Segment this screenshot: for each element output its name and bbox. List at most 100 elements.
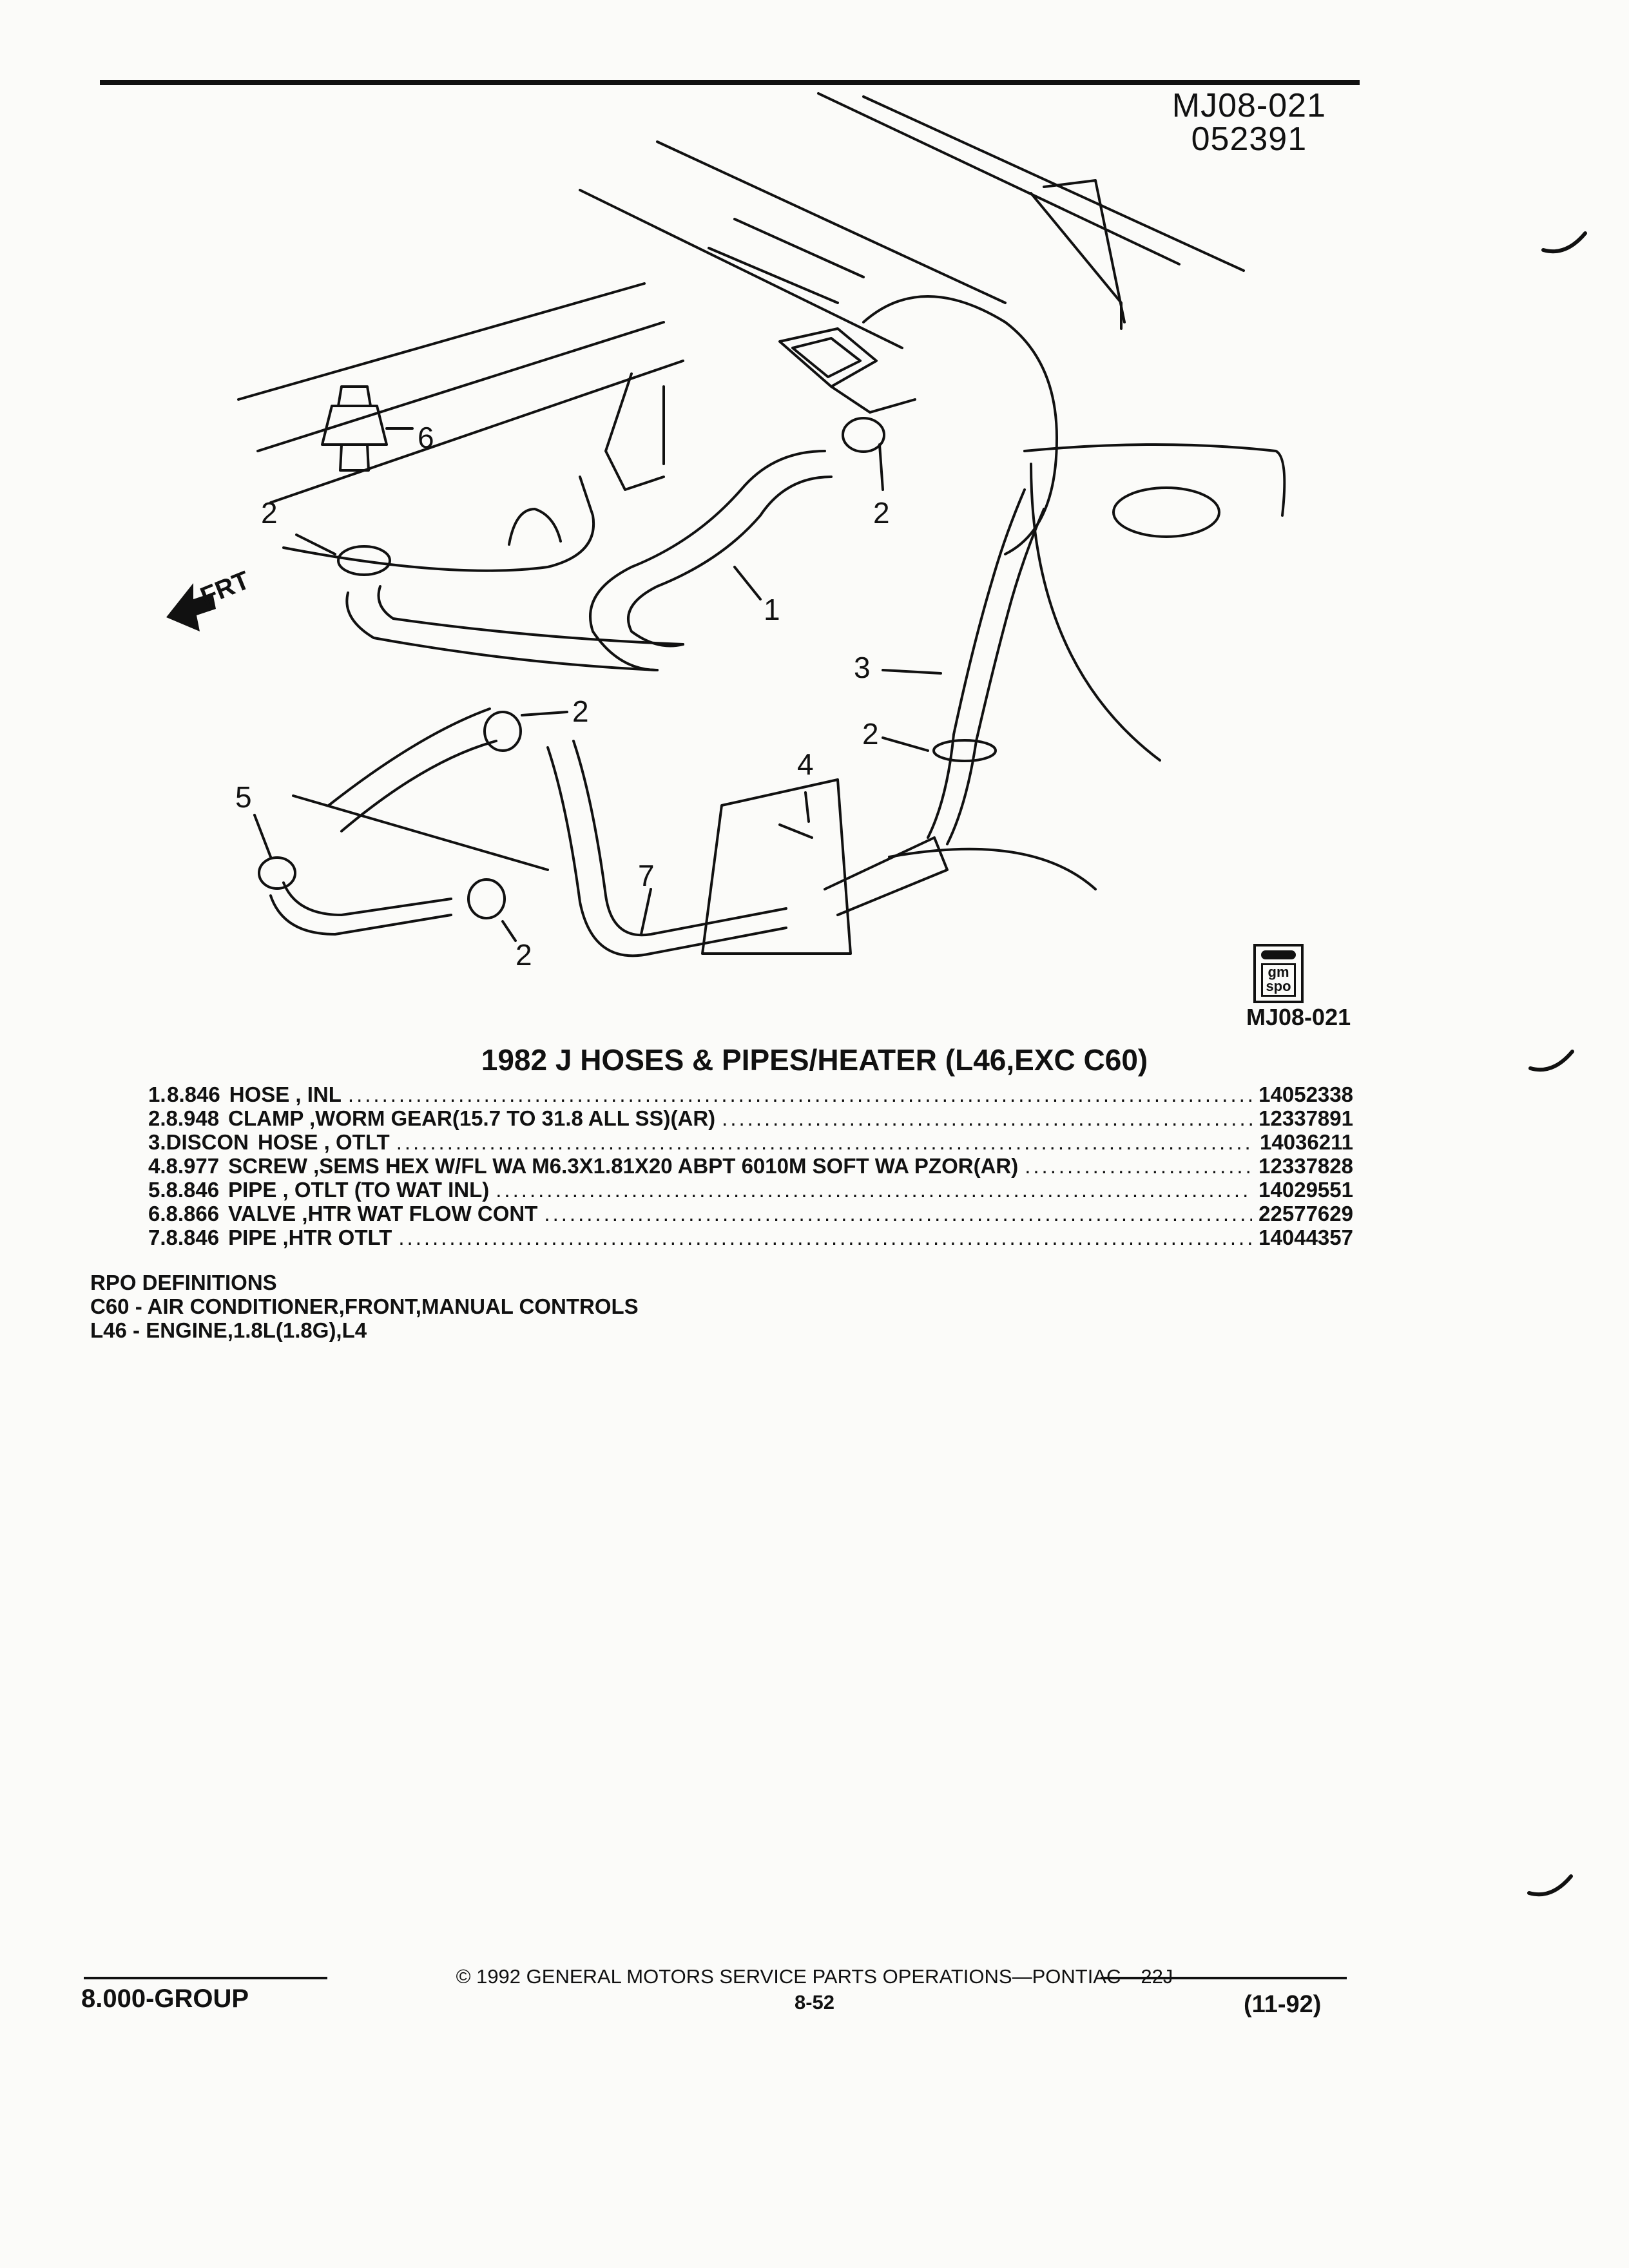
item-number: 3. (148, 1130, 166, 1154)
item-number: 5. (148, 1178, 166, 1202)
part-number: 14052338 (1258, 1082, 1353, 1106)
item-number: 6. (148, 1202, 166, 1225)
leader-2 (295, 533, 336, 555)
pipe-fitting (258, 856, 296, 890)
flow-valve-top (337, 385, 372, 407)
hose-clamp (483, 711, 522, 752)
part-number: 14036211 (1259, 1130, 1353, 1154)
callout-2: 2 (261, 496, 278, 530)
callout-2: 2 (516, 938, 532, 972)
leader-dots (722, 1106, 1252, 1130)
outlet-pipe-hose (340, 740, 497, 832)
item-number: 2. (148, 1106, 166, 1130)
part-number: 12337828 (1258, 1154, 1353, 1178)
inlet-hose-lower (345, 591, 659, 671)
footer-rule-left (84, 1977, 327, 1979)
leader-3 (882, 669, 942, 675)
frame-line (888, 847, 1097, 890)
part-description: VALVE ,HTR WAT FLOW CONT (228, 1202, 538, 1225)
hose-clamp (932, 739, 997, 762)
parts-row: 3. DISCON HOSE , OTLT 14036211 (148, 1130, 1353, 1154)
hose-clamp (842, 417, 885, 453)
engine-cover-outline (282, 476, 595, 572)
leader-5 (253, 814, 272, 858)
parts-row: 5. 8.846 PIPE , OTLT (TO WAT INL) 140295… (148, 1178, 1353, 1202)
margin-mark (1541, 231, 1587, 254)
leader-dots (398, 1225, 1252, 1249)
rpo-definition: C60 - AIR CONDITIONER,FRONT,MANUAL CONTR… (90, 1294, 639, 1318)
copyright-line: © 1992 GENERAL MOTORS SERVICE PARTS OPER… (456, 1965, 1173, 1988)
callout-5: 5 (235, 780, 252, 814)
heater-outlet-pipe (546, 746, 787, 957)
part-description: HOSE , OTLT (257, 1130, 390, 1154)
callout-7: 7 (638, 859, 655, 892)
page-number: 8-52 (794, 1991, 835, 2013)
cowl-line (708, 247, 839, 304)
strut-tower (1112, 486, 1220, 538)
leader-dots (1025, 1154, 1252, 1178)
engine-cover-detail (508, 508, 562, 546)
cowl-line (656, 140, 1007, 304)
inlet-hose (589, 450, 826, 671)
mounting-bracket (701, 778, 852, 955)
bracket-line (1030, 192, 1123, 330)
brake-booster (862, 295, 1058, 555)
parts-row: 2. 8.948 CLAMP ,WORM GEAR(15.7 TO 31.8 A… (148, 1106, 1353, 1130)
margin-mark (1528, 1050, 1574, 1072)
master-cylinder-body (830, 385, 916, 414)
group-number: 8.977 (166, 1154, 220, 1178)
group-number: 8.948 (166, 1106, 220, 1130)
leader-2 (882, 736, 929, 752)
leader-dots (348, 1082, 1252, 1106)
outlet-hose (952, 488, 1026, 736)
outlet-hose-lower (927, 733, 955, 839)
heater-outlet-pipe (572, 740, 787, 937)
callout-3: 3 (854, 651, 871, 684)
outlet-hose (975, 508, 1045, 742)
hose-clamp (337, 545, 391, 576)
firewall-line (817, 92, 1181, 265)
rpo-heading: RPO DEFINITIONS (90, 1271, 277, 1294)
part-description: SCREW ,SEMS HEX W/FL WA M6.3X1.81X20 ABP… (228, 1154, 1019, 1178)
parts-row: 1. 8.846 HOSE , INL 14052338 (148, 1082, 1353, 1106)
leader-4 (804, 791, 810, 823)
part-number: 22577629 (1258, 1202, 1353, 1225)
item-number: 1. (148, 1082, 166, 1106)
callout-1: 1 (764, 593, 780, 626)
figure-code: MJ08-021 (1171, 87, 1326, 124)
part-description: HOSE , INL (229, 1082, 342, 1106)
bracket-screw (778, 823, 813, 839)
leader-dots (544, 1202, 1252, 1225)
leader-dots (396, 1130, 1253, 1154)
front-label: FRT (197, 566, 254, 611)
leader-7 (640, 888, 652, 936)
part-description: PIPE , OTLT (TO WAT INL) (228, 1178, 490, 1202)
leader-dots (496, 1178, 1252, 1202)
leader-2 (501, 920, 517, 942)
badge-code: MJ08-021 (1246, 1004, 1351, 1030)
flow-valve-body (321, 405, 388, 446)
engine-cover-line (269, 360, 684, 504)
part-number: 12337891 (1258, 1106, 1353, 1130)
part-description: CLAMP ,WORM GEAR(15.7 TO 31.8 ALL SS)(AR… (228, 1106, 716, 1130)
engine-cover-line (256, 321, 665, 452)
footer-rule-right (1101, 1977, 1347, 1979)
hose-clamp (467, 878, 506, 919)
group-number: DISCON (166, 1130, 249, 1154)
rpo-definitions: RPO DEFINITIONS C60 - AIR CONDITIONER,FR… (90, 1271, 639, 1342)
parts-row: 6. 8.866 VALVE ,HTR WAT FLOW CONT 225776… (148, 1202, 1353, 1225)
front-arrow (166, 583, 216, 631)
parts-row: 4. 8.977 SCREW ,SEMS HEX W/FL WA M6.3X1.… (148, 1154, 1353, 1178)
group-number: 8.846 (167, 1082, 220, 1106)
cowl-line (733, 218, 865, 278)
part-description: PIPE ,HTR OTLT (228, 1225, 392, 1249)
callout-2: 2 (873, 496, 890, 530)
flow-valve-bottom (339, 443, 370, 472)
wheelhouse-line (1030, 463, 1161, 762)
leader-1 (733, 566, 762, 601)
callout-2: 2 (572, 695, 589, 728)
parts-list: 1. 8.846 HOSE , INL 14052338 2. 8.948 CL… (148, 1082, 1353, 1249)
firewall-line (862, 95, 1245, 272)
figure-reference: MJ08-021 052391 (1172, 89, 1326, 156)
